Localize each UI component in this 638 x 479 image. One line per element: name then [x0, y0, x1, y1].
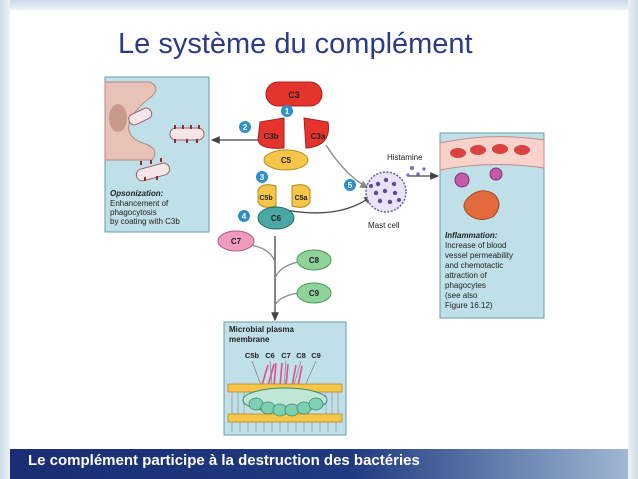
- c5b-fragment: C5b: [257, 184, 277, 208]
- opsonization-title: Opsonization:: [110, 189, 164, 198]
- slide-frame-top: [0, 0, 638, 10]
- mac-label-c8: C8: [296, 351, 306, 360]
- membrane-line-2: membrane: [229, 335, 270, 344]
- c5b-label: C5b: [259, 195, 272, 202]
- opsonization-line-1: Enhancement of: [110, 199, 169, 208]
- c3a-label: C3a: [311, 132, 326, 141]
- c9-join-line: [274, 292, 299, 306]
- c5-molecule: C5: [263, 149, 309, 171]
- c8-join-line: [274, 261, 299, 279]
- membrane-line-1: Microbial plasma: [229, 325, 294, 334]
- inflammation-title: Inflammation:: [445, 231, 498, 240]
- c8-molecule: C8: [296, 249, 332, 271]
- step-badge-1-label: 1: [285, 107, 290, 116]
- mast-cell-label: Mast cell: [368, 221, 400, 230]
- step-badge-4: 4: [238, 210, 250, 222]
- opsonization-line-3: by coating with C3b: [110, 217, 180, 226]
- c3a-to-mast-cell-arrow: [325, 144, 370, 189]
- inflammation-line-5: phagocytes: [445, 281, 486, 290]
- footer-bar: [10, 449, 628, 479]
- mac-label-c5b: C5b: [245, 351, 260, 360]
- c6-molecule: C6: [257, 206, 295, 230]
- c9-molecule: C9: [296, 282, 332, 304]
- inflammation-panel: Inflammation: Increase of blood vessel p…: [439, 132, 545, 319]
- c5a-fragment: C5a: [291, 184, 311, 208]
- membrane-attack-panel: Microbial plasma membrane C5b C6 C7 C8 C…: [223, 321, 347, 436]
- c5-label: C5: [281, 156, 292, 165]
- step-badges: 1 2 3 4 5: [238, 105, 356, 222]
- arrows: [210, 136, 440, 322]
- inflammation-line-4: attraction of: [445, 271, 488, 280]
- step-badge-5-label: 5: [348, 181, 353, 190]
- footer-caption: Le complément participe à la destruction…: [28, 452, 420, 469]
- c7-label: C7: [231, 237, 242, 246]
- mac-label-c9: C9: [311, 351, 321, 360]
- inflammation-line-1: Increase of blood: [445, 241, 506, 250]
- step-badge-2: 2: [239, 121, 251, 133]
- c5a-label: C5a: [295, 195, 308, 202]
- c3a-fragment: C3a: [303, 117, 330, 149]
- slide-title: Le système du complément: [118, 28, 473, 60]
- opsonization-line-2: phagocytosis: [110, 208, 157, 217]
- c3-label: C3: [288, 90, 300, 100]
- c7-join-line: [249, 244, 276, 263]
- c3b-label: C3b: [263, 132, 278, 141]
- step-badge-5: 5: [344, 179, 356, 191]
- mac-pore-illustration: [227, 362, 343, 432]
- c3-molecule: C3: [265, 81, 323, 107]
- mac-label-c7: C7: [281, 351, 291, 360]
- slide-frame-right: [628, 0, 638, 479]
- histamine-label: Histamine: [387, 153, 423, 162]
- inflammation-line-6: (see also: [445, 291, 478, 300]
- step-badge-3-label: 3: [260, 173, 265, 182]
- inflammation-line-2: vessel permeability: [445, 251, 513, 260]
- opsonization-panel: Opsonization: Enhancement of phagocytosi…: [104, 76, 210, 233]
- step-badge-2-label: 2: [243, 123, 248, 132]
- c8-label: C8: [309, 256, 320, 265]
- step-badge-3: 3: [256, 171, 268, 183]
- inflammation-line-3: and chemotactic: [445, 261, 503, 270]
- c5a-to-mast-cell-arrow: [285, 195, 374, 214]
- inflammation-line-7: Figure 16.12): [445, 301, 493, 310]
- step-badge-1: 1: [281, 105, 293, 117]
- mast-cell: [365, 166, 426, 213]
- bacteria-illustration: [128, 107, 205, 182]
- c9-label: C9: [309, 289, 320, 298]
- slide-frame-left: [0, 0, 10, 479]
- c3b-fragment: C3b: [257, 117, 285, 149]
- c6-label: C6: [271, 214, 282, 223]
- mac-label-c6: C6: [265, 351, 275, 360]
- c7-molecule: C7: [217, 230, 255, 252]
- step-badge-4-label: 4: [242, 212, 247, 221]
- blood-vessel-illustration: [439, 136, 545, 220]
